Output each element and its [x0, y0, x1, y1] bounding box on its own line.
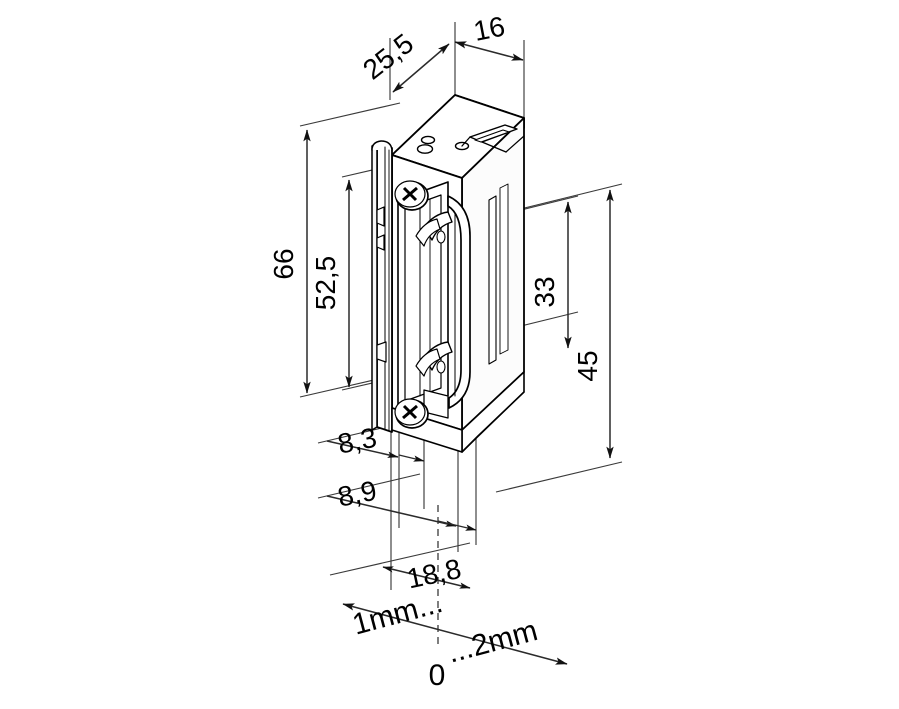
- dim-label-offset-a: 8,3: [335, 422, 379, 460]
- dim-label-height-faceplate: 66: [268, 248, 299, 279]
- dim-label-height-right-lower: 45: [572, 350, 603, 381]
- dim-label-width-top: 16: [471, 10, 507, 46]
- scale-label-left: 1mm...: [349, 586, 446, 642]
- dim-label-height-right-upper: 33: [529, 276, 560, 307]
- scale-label-right: ...2mm: [444, 614, 541, 670]
- screw-top: [394, 180, 429, 211]
- dim-label-offset-b: 8,9: [335, 475, 379, 513]
- scale-label-zero: 0: [429, 659, 446, 692]
- dim-label-height-inner: 52,5: [310, 256, 341, 311]
- screw-bottom: [394, 398, 429, 429]
- door-strike-body: [371, 94, 525, 453]
- dimension-labels: 25,5 16 66 52,5 33 45 8,3 8,9 18,8: [268, 10, 603, 594]
- dimension-arrows: [303, 41, 614, 665]
- scale-annotation: 1mm... ...2mm 0: [349, 586, 541, 692]
